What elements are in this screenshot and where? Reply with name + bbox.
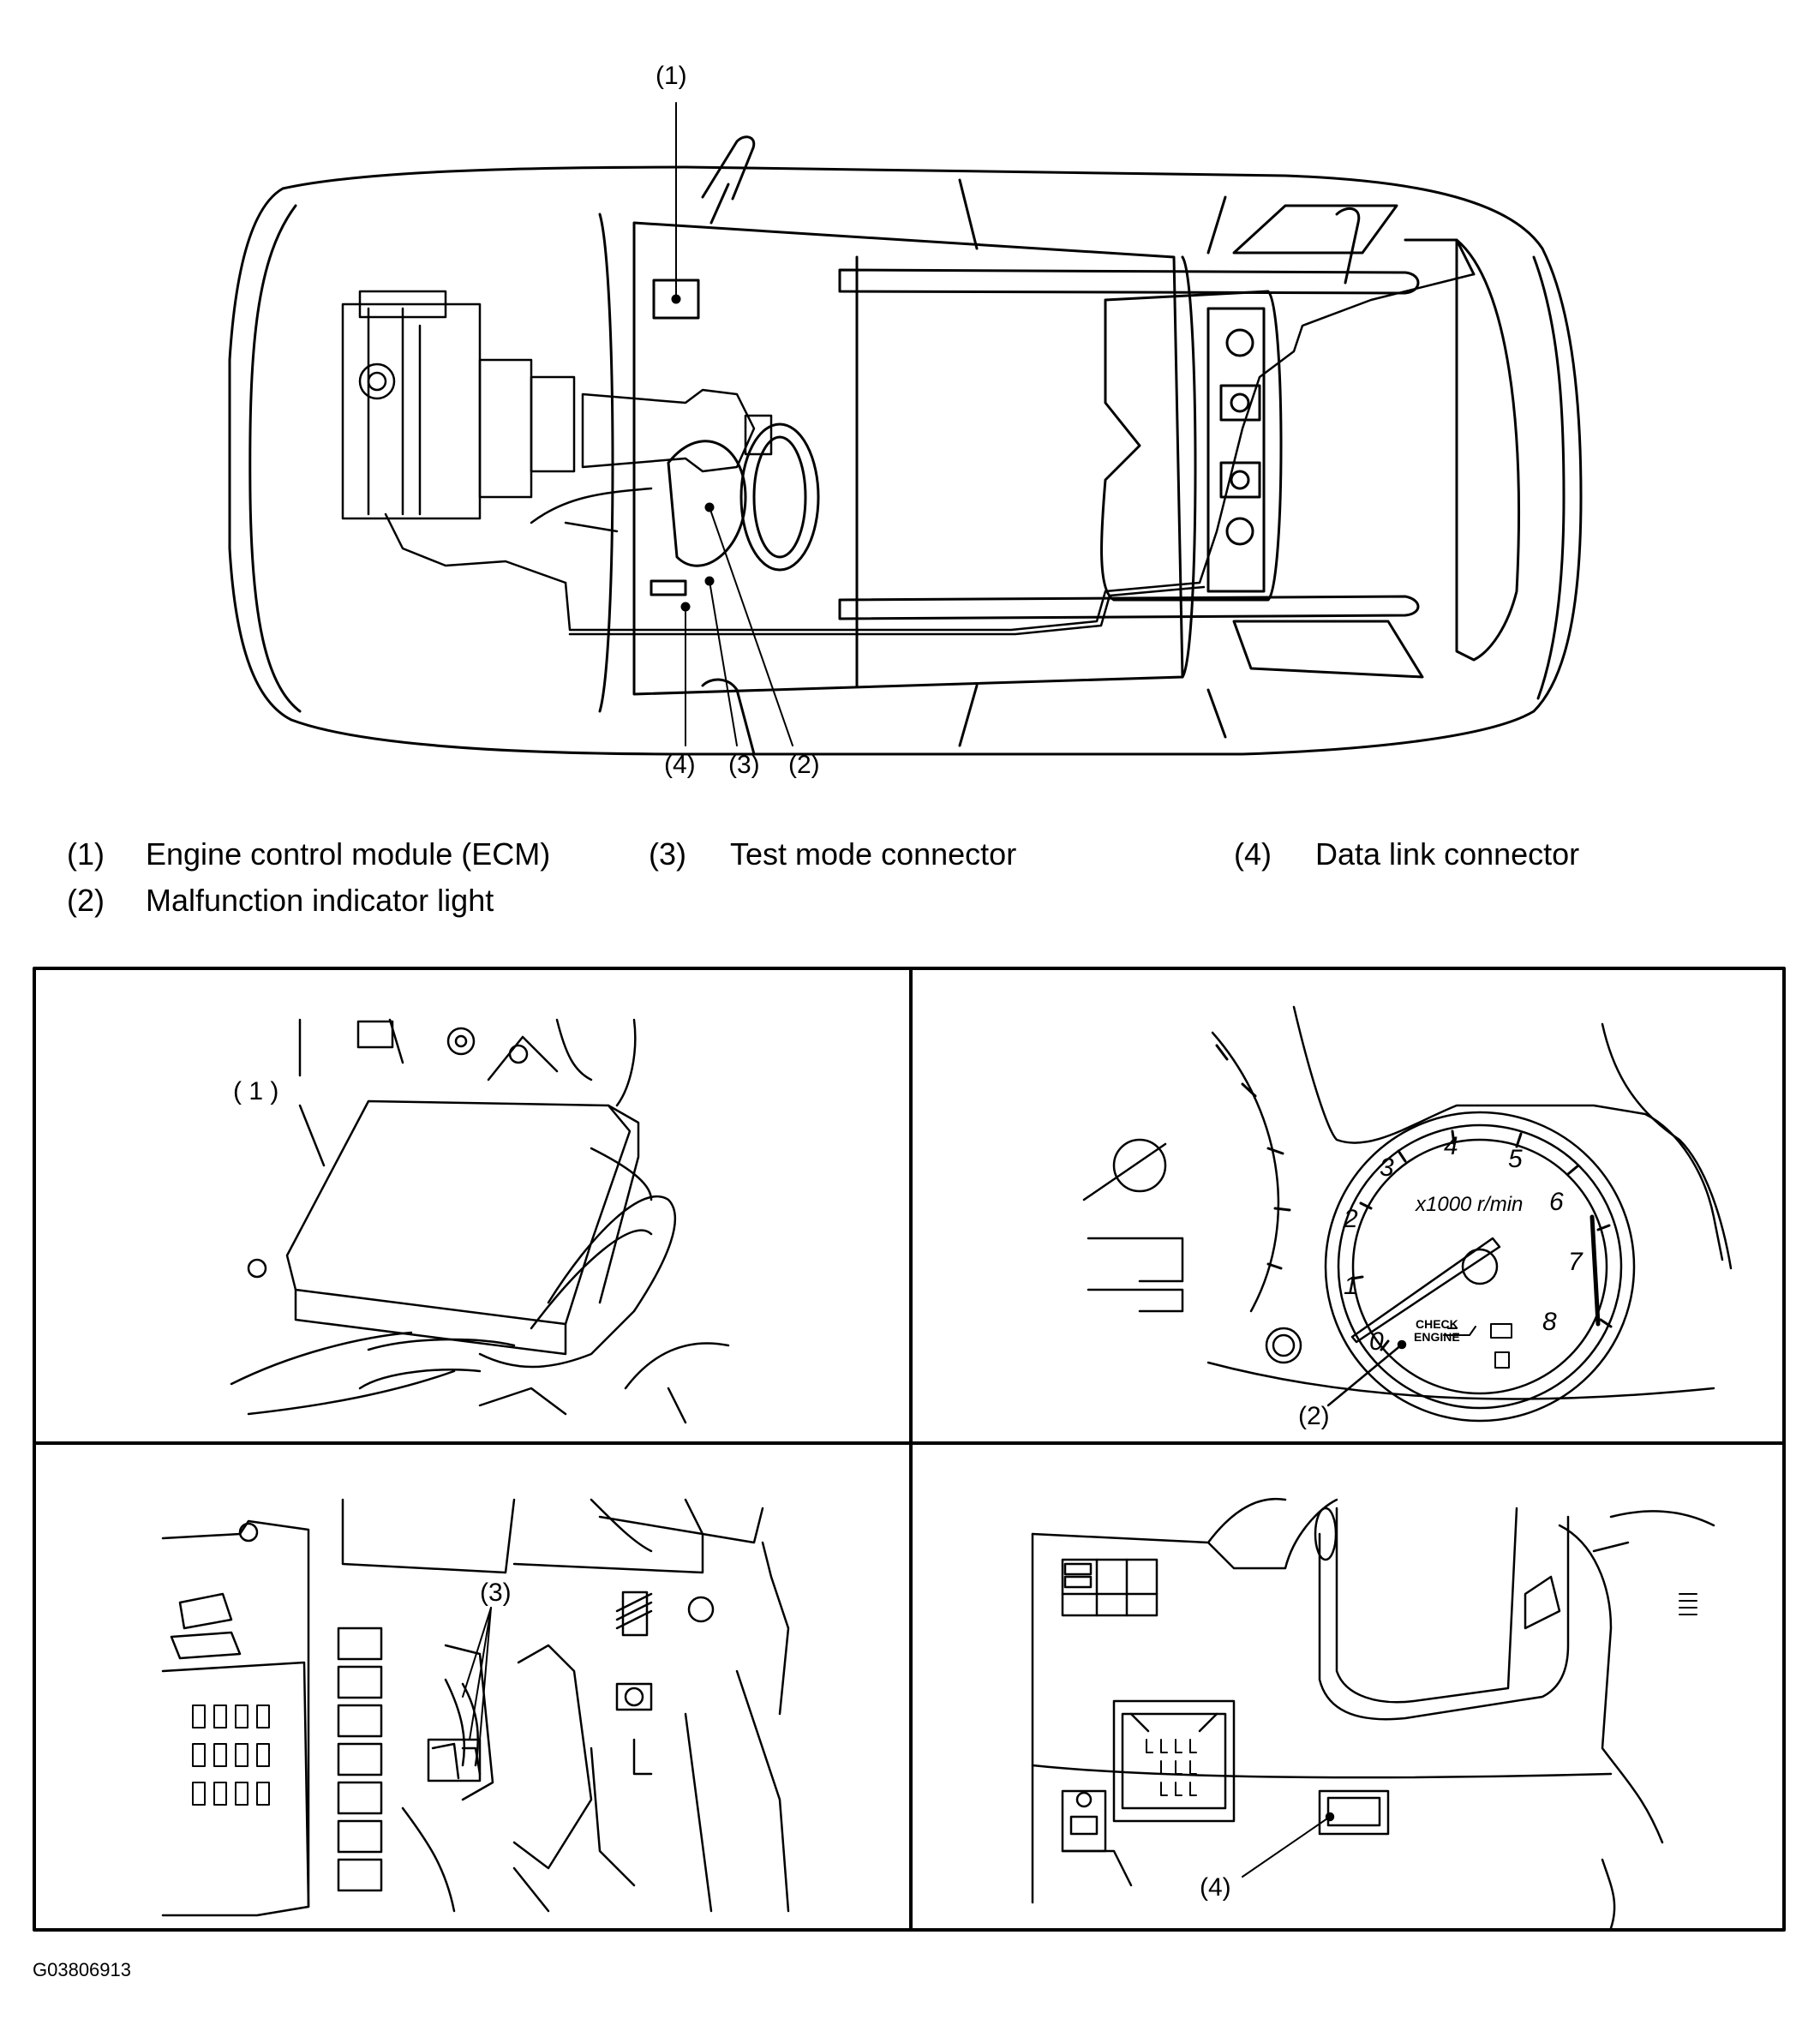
- figure-id: G03806913: [33, 1959, 131, 1980]
- data-link-connector: [1318, 1789, 1390, 1836]
- legend-label-test-connector: Test mode connector: [730, 836, 1017, 872]
- tach-tick-8: 8: [1542, 1308, 1557, 1336]
- tach-tick-1: 1: [1344, 1272, 1358, 1300]
- check-engine-text-2: ENGINE: [1414, 1330, 1460, 1344]
- brake-warning-icon: [1494, 1351, 1510, 1369]
- legend-label-ecm: Engine control module (ECM): [146, 836, 551, 872]
- fuel-tank: [1100, 290, 1283, 602]
- legend-num-2: (2): [67, 883, 105, 918]
- panel-ecm: ( 1 ): [230, 1018, 730, 1424]
- detail-panels-frame: [33, 967, 1786, 1932]
- overview-callout-3: (3): [728, 751, 760, 779]
- brake-line: [564, 273, 1476, 632]
- legend-num-1: (1): [67, 836, 105, 872]
- tachometer-bezel: [1324, 1111, 1636, 1423]
- vehicle-overview: (1) (4) (3) (2): [228, 62, 1583, 779]
- fuse-block-dlc: [1146, 1739, 1197, 1796]
- legend-label-dlc: Data link connector: [1315, 836, 1580, 872]
- dlc-location-box: [650, 579, 687, 596]
- dlc-callout: (4): [1200, 1873, 1231, 1902]
- tach-tick-0: 0: [1369, 1327, 1384, 1356]
- ecm-unit: [285, 1099, 632, 1326]
- ecm-callout: ( 1 ): [233, 1077, 278, 1105]
- panel-cluster: (2): [1082, 1005, 1733, 1430]
- tachometer-needle: [1350, 1237, 1501, 1344]
- fuse-box: [161, 1661, 310, 1908]
- test-mode-connector: [427, 1738, 482, 1782]
- tachometer-unit: x1000 r/min: [1415, 1193, 1523, 1216]
- panel-test-connector: (3): [161, 1498, 790, 1917]
- tach-tick-3: 3: [1380, 1153, 1394, 1182]
- tach-tick-6: 6: [1549, 1188, 1564, 1216]
- tach-tick-7: 7: [1568, 1248, 1584, 1276]
- engine-assembly: [341, 290, 773, 584]
- oil-pressure-icon: [1443, 1326, 1476, 1336]
- mil-callout: (2): [1298, 1402, 1330, 1430]
- battery-icon: [1490, 1323, 1512, 1339]
- legend-label-mil: Malfunction indicator light: [146, 883, 494, 918]
- tach-tick-4: 4: [1444, 1132, 1458, 1160]
- tach-tick-2: 2: [1343, 1205, 1358, 1233]
- legend-num-4: (4): [1234, 836, 1272, 872]
- check-engine-text-1: CHECK: [1416, 1317, 1458, 1331]
- panel-dlc: (4): [1031, 1497, 1715, 1930]
- tach-tick-5: 5: [1508, 1145, 1523, 1173]
- overview-callout-1: (1): [656, 62, 687, 90]
- vehicle-body-outline: [228, 165, 1583, 756]
- overview-callout-2: (2): [788, 751, 820, 779]
- overview-callout-4: (4): [664, 751, 696, 779]
- test-connector-callout: (3): [480, 1579, 512, 1607]
- legend-num-3: (3): [649, 836, 686, 872]
- tachometer-labels: x1000 r/min 0 1 2 3 4 5 6 7 8 CHECK ENGI…: [1343, 1132, 1584, 1356]
